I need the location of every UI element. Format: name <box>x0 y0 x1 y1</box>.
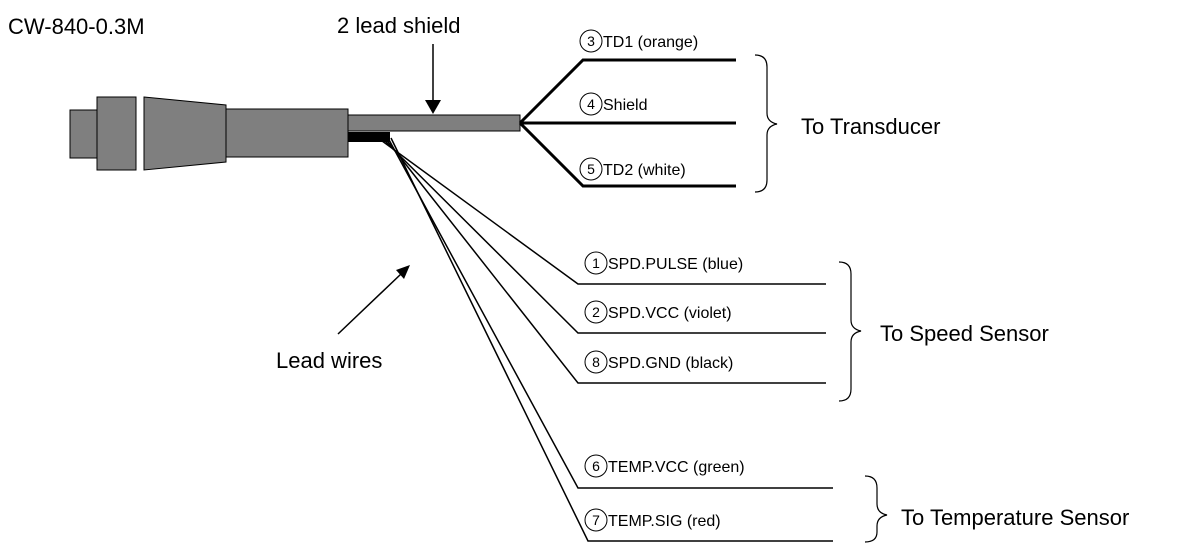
wire-label-td2: 5 TD2 (white) <box>579 157 686 181</box>
wire-label-temp-vcc: 6 TEMP.VCC (green) <box>584 454 745 478</box>
wire-label-td1: 3 TD1 (orange) <box>579 29 698 53</box>
lead-wires-callout-arrowhead <box>396 265 410 279</box>
wire-label-spd-pulse: 1 SPD.PULSE (blue) <box>584 251 743 275</box>
wire-number: 8 <box>592 354 600 370</box>
temperature-group-brace <box>864 475 888 543</box>
temperature-group-label: To Temperature Sensor <box>901 505 1129 530</box>
connector-tip <box>69 109 99 159</box>
wire-label-spd-gnd: 8 SPD.GND (black) <box>584 350 733 374</box>
wire-name: TEMP.VCC (green) <box>608 459 745 476</box>
speed-group-label: To Speed Sensor <box>880 321 1049 346</box>
wire-number-circle <box>584 350 608 374</box>
wire-name: TD2 (white) <box>603 162 686 179</box>
wire-name: SPD.PULSE (blue) <box>608 256 743 273</box>
transducer-group-label: To Transducer <box>801 114 940 139</box>
wire-number-circle <box>579 29 603 53</box>
wire-number: 6 <box>592 458 600 474</box>
lead-wire-bundle <box>348 132 390 142</box>
wire-label-temp-sig: 7 TEMP.SIG (red) <box>584 508 721 532</box>
wire-number: 1 <box>592 255 600 271</box>
wire-number: 3 <box>587 33 595 49</box>
wire-number: 4 <box>587 96 595 112</box>
wire-number-circle <box>584 300 608 324</box>
wire-spd-pulse <box>377 137 826 285</box>
wire-td2 <box>518 121 736 188</box>
wire-label-spd-vcc: 2 SPD.VCC (violet) <box>584 300 732 324</box>
lead-wires-callout-label: Lead wires <box>276 348 382 373</box>
wire-number: 5 <box>587 161 595 177</box>
lead-wires-callout-arrow-line <box>337 273 402 335</box>
wire-name: SPD.GND (black) <box>608 355 733 372</box>
shield-callout-label: 2 lead shield <box>337 13 461 38</box>
wire-number: 2 <box>592 304 600 320</box>
wire-name: TD1 (orange) <box>603 34 698 51</box>
wire-number: 7 <box>592 512 600 528</box>
connector-ring <box>96 96 137 171</box>
shield-callout-arrowhead <box>425 100 441 114</box>
wire-number-circle <box>579 92 603 116</box>
wire-name: TEMP.SIG (red) <box>608 513 721 530</box>
speed-group-brace <box>838 261 862 402</box>
wire-number-circle <box>584 251 608 275</box>
wire-td1 <box>518 58 736 125</box>
model-label: CW-840-0.3M <box>8 14 145 39</box>
wire-label-shield: 4 Shield <box>579 92 647 116</box>
transducer-group-brace <box>754 54 778 193</box>
wire-name: SPD.VCC (violet) <box>608 305 732 322</box>
wire-number-circle <box>579 157 603 181</box>
wire-number-circle <box>584 454 608 478</box>
wire-temp-vcc <box>387 137 833 489</box>
wire-spd-gnd <box>384 137 826 384</box>
connector-strain-relief <box>143 96 227 171</box>
shield-cable <box>347 114 521 132</box>
wire-spd-vcc <box>381 137 826 334</box>
wire-name: Shield <box>603 97 647 114</box>
wire-temp-sig <box>390 137 833 542</box>
wire-number-circle <box>584 508 608 532</box>
cable-jacket <box>225 108 349 158</box>
